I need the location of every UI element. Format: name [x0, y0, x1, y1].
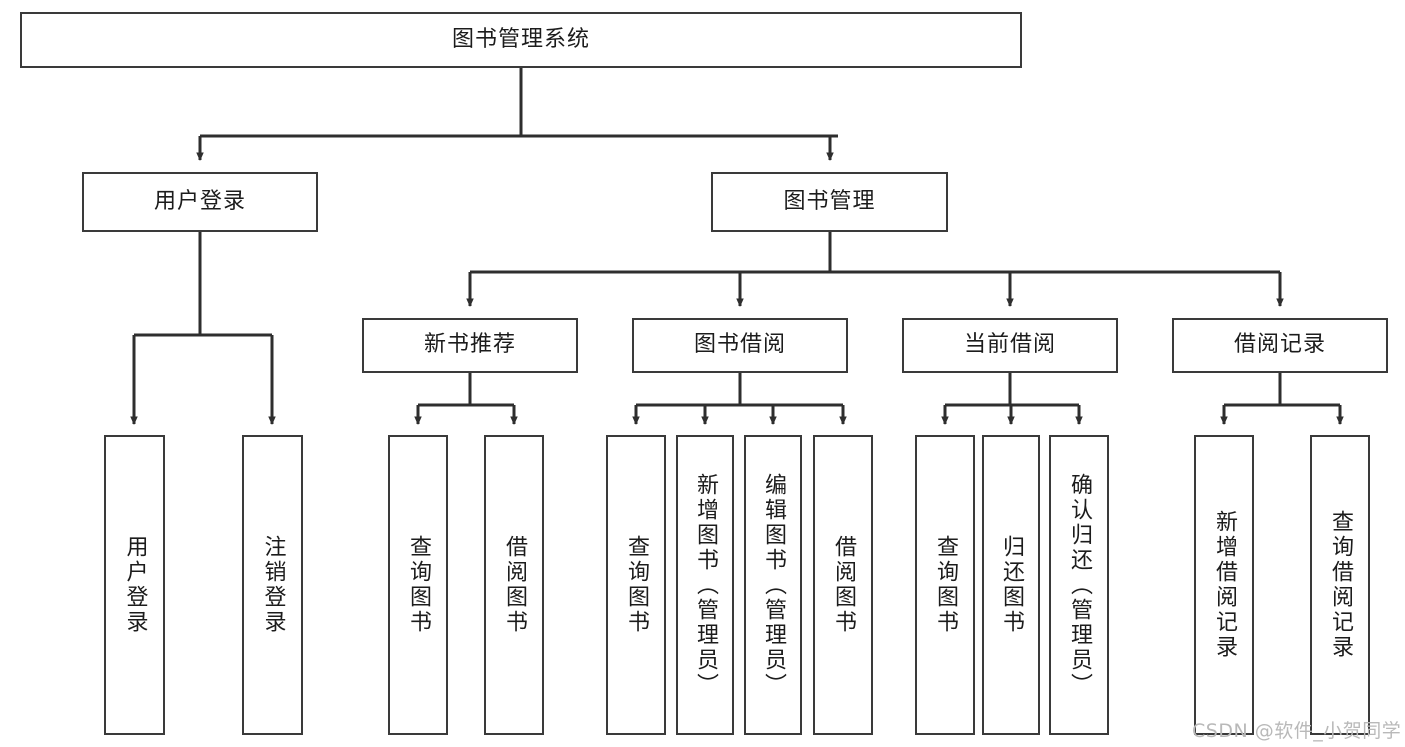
leaf-recommend-borrow-book[interactable]: 借阅图书 [484, 435, 544, 735]
leaf-current-confirm-return-admin[interactable]: 确认归还（管理员） [1049, 435, 1109, 735]
node-label: 新增借阅记录 [1212, 510, 1237, 660]
node-current-borrow[interactable]: 当前借阅 [902, 318, 1118, 373]
node-user-login[interactable]: 用户登录 [82, 172, 318, 232]
leaf-borrow-edit-book-admin[interactable]: 编辑图书（管理员） [744, 435, 802, 735]
node-label: 借阅记录 [1233, 332, 1326, 358]
node-label: 注销登录 [260, 535, 286, 635]
node-root-system[interactable]: 图书管理系统 [20, 12, 1022, 68]
leaf-recommend-query-book[interactable]: 查询图书 [388, 435, 448, 735]
node-label: 查询图书 [624, 535, 649, 635]
node-label: 图书管理 [783, 188, 876, 214]
node-label: 查询图书 [406, 535, 431, 635]
watermark-text: CSDN @软件_小贺同学 [1192, 720, 1402, 742]
leaf-record-query-record[interactable]: 查询借阅记录 [1310, 435, 1370, 735]
node-label: 新书推荐 [423, 332, 516, 358]
node-label: 归还图书 [999, 535, 1024, 635]
node-label: 当前借阅 [963, 332, 1056, 358]
node-label: 借阅图书 [502, 535, 527, 635]
leaf-borrow-borrow-book[interactable]: 借阅图书 [813, 435, 873, 735]
leaf-current-query-book[interactable]: 查询图书 [915, 435, 975, 735]
leaf-user-login[interactable]: 用户登录 [104, 435, 165, 735]
leaf-current-return-book[interactable]: 归还图书 [982, 435, 1040, 735]
node-label: 确认归还（管理员） [1067, 472, 1092, 698]
node-label: 查询借阅记录 [1328, 510, 1353, 660]
node-label: 图书借阅 [693, 332, 786, 358]
node-label: 用户登录 [153, 188, 246, 214]
node-borrow-record[interactable]: 借阅记录 [1172, 318, 1388, 373]
node-label: 编辑图书（管理员） [761, 472, 786, 698]
node-label: 借阅图书 [831, 535, 856, 635]
node-label: 图书管理系统 [451, 26, 590, 52]
node-label: 用户登录 [122, 535, 148, 635]
node-label: 新增图书（管理员） [693, 472, 718, 698]
node-book-management[interactable]: 图书管理 [711, 172, 948, 232]
leaf-borrow-add-book-admin[interactable]: 新增图书（管理员） [676, 435, 734, 735]
node-book-borrow[interactable]: 图书借阅 [632, 318, 848, 373]
leaf-logout-login[interactable]: 注销登录 [242, 435, 303, 735]
node-new-book-recommend[interactable]: 新书推荐 [362, 318, 578, 373]
leaf-record-add-record[interactable]: 新增借阅记录 [1194, 435, 1254, 735]
node-label: 查询图书 [933, 535, 958, 635]
leaf-borrow-query-book[interactable]: 查询图书 [606, 435, 666, 735]
